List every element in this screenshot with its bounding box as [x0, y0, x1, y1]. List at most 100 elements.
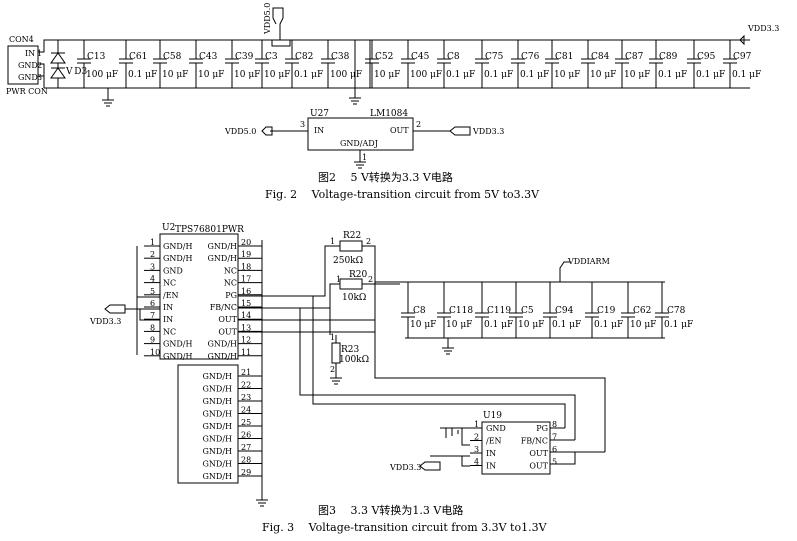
capacitor-symbol [509, 282, 523, 338]
regulator-out-pin: OUT [390, 126, 409, 135]
pin-name: GND [486, 424, 506, 433]
net-label-out: VDD3.3 [472, 127, 504, 136]
pin-number: 22 [241, 381, 251, 390]
pin-name: GND/H [208, 242, 238, 251]
ic-part: TPS76801PWR [175, 225, 244, 235]
capacitor-value: 10 μF [554, 70, 580, 80]
ic-body [481, 421, 551, 475]
capacitor-ref: C8 [413, 306, 426, 316]
pin-number: 11 [241, 348, 251, 357]
capacitor-symbol [687, 40, 701, 88]
resistor-pin: 1 [330, 237, 335, 246]
connector-pin-num: 1 [37, 49, 42, 58]
capacitor-value: 0.1 μF [520, 70, 549, 80]
connector-ref: CON4 [9, 35, 34, 44]
capacitor-symbol [581, 40, 595, 88]
regulator-part: LM1084 [370, 109, 408, 119]
pin-name: /EN [163, 291, 179, 300]
resistor-pin: 2 [368, 275, 373, 284]
capacitor-value: 100 μF [330, 70, 362, 80]
pin-name: IN [486, 449, 496, 458]
capacitor-symbol [285, 40, 299, 88]
capacitor-symbol [437, 282, 451, 338]
net-label-vdd33-in: VDD3.3 [389, 463, 421, 472]
capacitor-symbol [189, 40, 203, 88]
capacitor-symbol [585, 282, 599, 338]
net-flag [261, 126, 273, 136]
pin-number: 1 [474, 420, 479, 429]
capacitor-ref: C81 [555, 52, 573, 62]
pin-name: OUT [218, 327, 237, 336]
connector-pin-num: 2 [37, 61, 42, 70]
vdd33-net-flag: VDD3.3 [739, 24, 779, 46]
capacitor-value: 100 μF [86, 70, 118, 80]
pin-number: 2 [474, 433, 479, 442]
capacitor-ref: C84 [591, 52, 610, 62]
capacitor-value: 0.1 μF [664, 320, 693, 330]
capacitor-ref: C75 [485, 52, 504, 62]
pin-name: OUT [529, 449, 548, 458]
capacitor-symbol [649, 40, 663, 88]
capacitor-ref: C19 [597, 306, 616, 316]
pin-number: 24 [241, 406, 251, 415]
wire [400, 261, 665, 283]
capacitor-value: 10 μF [198, 70, 224, 80]
capacitor-ref: C58 [163, 52, 182, 62]
pin-name: PG [225, 291, 237, 300]
tvs-diode: V D3 [50, 40, 88, 88]
pin-name: GND/H [163, 352, 193, 361]
capacitor-symbol [621, 282, 635, 338]
pin-name: GND/H [203, 422, 233, 431]
capacitor-symbol [119, 40, 133, 88]
capacitor-value: 0.1 μF [594, 320, 623, 330]
wire [299, 296, 606, 452]
capacitor-ref: C62 [633, 306, 651, 316]
ground-symbol [102, 88, 114, 107]
pin-number: 4 [474, 458, 479, 467]
pin-name: GND/H [208, 352, 238, 361]
capacitor-ref: C95 [697, 52, 716, 62]
capacitor-symbol [545, 40, 559, 88]
pin-number: 10 [150, 348, 160, 357]
pin-number: 25 [241, 418, 251, 427]
wire [270, 130, 450, 169]
regulator-pin-num: 3 [300, 120, 305, 129]
pin-number: 9 [150, 336, 155, 345]
capacitor-ref: C39 [235, 52, 254, 62]
capacitor-symbol [225, 40, 239, 88]
pin-number: 6 [150, 299, 155, 308]
capacitor-ref: C97 [733, 52, 752, 62]
capacitor-value: 10 μF [234, 70, 260, 80]
capacitor-value: 10 μF [630, 320, 656, 330]
connector-body [7, 45, 39, 85]
pin-name: GND/H [203, 385, 233, 394]
capacitor: C38 100 μF [321, 40, 362, 88]
capacitor-value: 0.1 μF [484, 70, 513, 80]
connector-pin-num: 3 [37, 73, 42, 82]
connector-pin-label: GND [18, 73, 38, 82]
capacitor-value: 0.1 μF [658, 70, 687, 80]
resistor-pin: 2 [330, 365, 335, 374]
capacitor-symbol [615, 40, 629, 88]
capacitor-ref: C38 [331, 52, 350, 62]
pin-number: 5 [150, 287, 155, 296]
capacitor-symbol [401, 40, 415, 88]
pin-name: IN [163, 315, 173, 324]
pin-number: 15 [241, 299, 251, 308]
capacitor: C19 0.1 μF [585, 282, 623, 338]
wire [354, 40, 371, 88]
capacitor-symbol [365, 40, 379, 88]
capacitor-ref: C89 [659, 52, 678, 62]
pin-name: GND/H [203, 397, 233, 406]
pin-name: GND/H [163, 242, 193, 251]
capacitor-value: 100 μF [410, 70, 442, 80]
capacitor-ref: C3 [265, 52, 278, 62]
wire [405, 337, 665, 355]
capacitor-value: 0.1 μF [552, 320, 581, 330]
